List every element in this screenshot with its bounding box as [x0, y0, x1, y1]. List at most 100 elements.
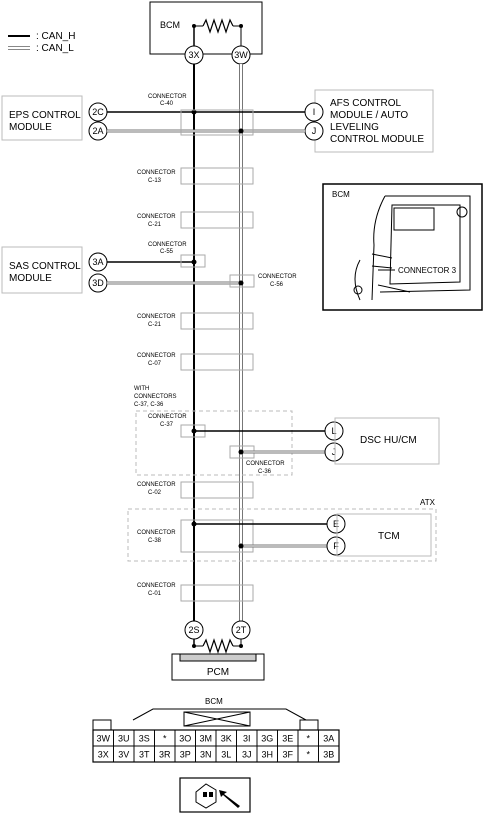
dsc-pin-l-label: L — [331, 426, 336, 436]
eps-module: EPS CONTROL MODULE 2C 2A — [1, 95, 241, 141]
connector-c38-label: CONNECTOR — [137, 530, 176, 536]
sas-title-2: MODULE — [9, 273, 52, 284]
bcm-pin-cell-label: 3V — [118, 750, 129, 760]
dsc-box — [334, 417, 440, 465]
bcm-pin-cell-label: 3N — [200, 750, 212, 760]
terminating-resistor-icon — [202, 18, 234, 34]
bcm-face-latch — [183, 711, 251, 727]
connector-c02-id: C-02 — [148, 490, 162, 496]
afs-pin-j-label: J — [312, 126, 317, 136]
bcm-pin-cell-label: 3J — [242, 750, 252, 760]
tcm-title: TCM — [378, 531, 400, 542]
sas-pin-3a-label: 3A — [92, 257, 103, 267]
connector-view-arrow-icon — [179, 777, 251, 813]
connector-c38-id: C-38 — [148, 538, 162, 544]
legend-can-h-label: : CAN_H — [36, 31, 75, 42]
eps-box — [1, 95, 83, 141]
tcm-pin-f — [326, 536, 346, 556]
connector-c55: CONNECTOR C-55 — [148, 242, 206, 268]
connector-c37-id: C-37 — [160, 422, 174, 428]
sas-module: SAS CONTROL MODULE 3A 3D — [1, 246, 244, 294]
sas-pin-3d-label: 3D — [92, 278, 104, 288]
tcm-box — [336, 513, 432, 557]
afs-title-1: AFS CONTROL — [330, 98, 402, 109]
connector-c56-label: CONNECTOR — [258, 274, 297, 280]
with-connectors-dashed-box — [135, 410, 293, 476]
eps-title-2: MODULE — [9, 122, 52, 133]
bcm-face-key-left — [92, 719, 112, 731]
connector-c56-id: C-56 — [270, 282, 284, 288]
connector-c21b-label: CONNECTOR — [137, 314, 176, 320]
afs-title-4: CONTROL MODULE — [330, 134, 424, 145]
bcm-face-key-right — [299, 719, 319, 731]
bcm-title: BCM — [160, 20, 180, 30]
bcm-pin-cell-label: 3T — [139, 750, 150, 760]
bcm-pin-cell-label: 3B — [323, 750, 334, 760]
bcm-location-inset: BCM CONNECTOR 3 — [322, 183, 483, 311]
connector-c01-label: CONNECTOR — [137, 583, 176, 589]
connector-c37-label: CONNECTOR — [148, 414, 187, 420]
sas-title-1: SAS CONTROL — [9, 261, 81, 272]
connector-c13-label: CONNECTOR — [137, 170, 176, 176]
bcm-pin-cell-label: 3P — [180, 750, 191, 760]
bcm-pin-cell-label: 3G — [261, 734, 273, 744]
dsc-pin-l — [324, 421, 344, 441]
with-group-line3: C-37, C-36 — [134, 402, 164, 408]
bcm-pin-cell-label: 3R — [159, 750, 171, 760]
with-group-line1: WITH — [134, 386, 149, 392]
connector-c01-id: C-01 — [148, 591, 162, 597]
connector-c40-id: C-40 — [160, 101, 174, 107]
connector-c13-id: C-13 — [148, 178, 162, 184]
pcm-pin-2t-label: 2T — [236, 625, 247, 635]
inset-title: BCM — [332, 190, 350, 199]
connector-c55-label: CONNECTOR — [148, 242, 187, 248]
connector-c55-id: C-55 — [160, 249, 174, 255]
bcm-pin-cell-label: 3F — [282, 750, 293, 760]
eps-pin-2a-label: 2A — [92, 126, 103, 136]
tcm-pin-e — [326, 514, 346, 534]
bcm-pin-cell-label: 3U — [118, 734, 130, 744]
pcm-title: PCM — [207, 667, 229, 678]
connector-c21-b: CONNECTOR C-21 — [137, 312, 254, 330]
bcm-pin-cell-label: 3W — [97, 734, 111, 744]
terminating-resistor-icon — [202, 638, 234, 654]
bcm-pin-3x-label: 3X — [188, 50, 199, 60]
bcm-pin-cell-label: 3H — [261, 750, 273, 760]
dsc-pin-j-label: J — [332, 447, 337, 457]
bcm-top-block: BCM 3X 3W — [149, 1, 263, 65]
eps-title-1: EPS CONTROL — [9, 110, 81, 121]
bcm-pin-cell-label: 3L — [221, 750, 231, 760]
connector-c40: CONNECTOR C-40 — [148, 94, 254, 136]
connector-c07-id: C-07 — [148, 361, 162, 367]
bcm-pin-cell-label: 3X — [98, 750, 109, 760]
legend-can-l-label: : CAN_L — [36, 43, 74, 54]
afs-title-3: LEVELING — [330, 122, 379, 133]
connector-c36-label: CONNECTOR — [246, 461, 285, 467]
connector-c02-label: CONNECTOR — [137, 482, 176, 488]
bcm-pin-cell-label: * — [306, 734, 310, 744]
bcm-pin-cell-label: 3A — [323, 734, 334, 744]
bcm-pin-cell-label: 3M — [199, 734, 212, 744]
bcm-pin-cell-label: 3K — [221, 734, 232, 744]
bcm-pin-cell-label: * — [163, 734, 167, 744]
bcm-face-housing-top — [132, 708, 307, 721]
connector-c02: CONNECTOR C-02 — [137, 481, 254, 499]
connector-c40-label: CONNECTOR — [148, 94, 187, 100]
connector-c01: CONNECTOR C-01 — [137, 583, 254, 602]
connector-c07-label: CONNECTOR — [137, 353, 176, 359]
connector-c21a-id: C-21 — [148, 222, 162, 228]
tcm-pin-f-label: F — [333, 541, 339, 551]
bcm-pin-cell — [318, 745, 340, 763]
connector-c21a-label: CONNECTOR — [137, 214, 176, 220]
can-trunk — [193, 64, 243, 621]
pcm-block: 2S 2T PCM — [171, 620, 265, 681]
inset-connector-label: CONNECTOR 3 — [398, 266, 457, 275]
dsc-group: WITH CONNECTORS C-37, C-36 CONNECTOR C-3… — [134, 386, 440, 476]
with-group-line2: CONNECTORS — [134, 394, 177, 400]
afs-module: AFS CONTROL MODULE / AUTO LEVELING CONTR… — [191, 89, 434, 153]
legend: : CAN_H : CAN_L — [8, 31, 75, 54]
bcm-face-title: BCM — [205, 697, 223, 706]
connector-c21-a: CONNECTOR C-21 — [137, 211, 254, 229]
